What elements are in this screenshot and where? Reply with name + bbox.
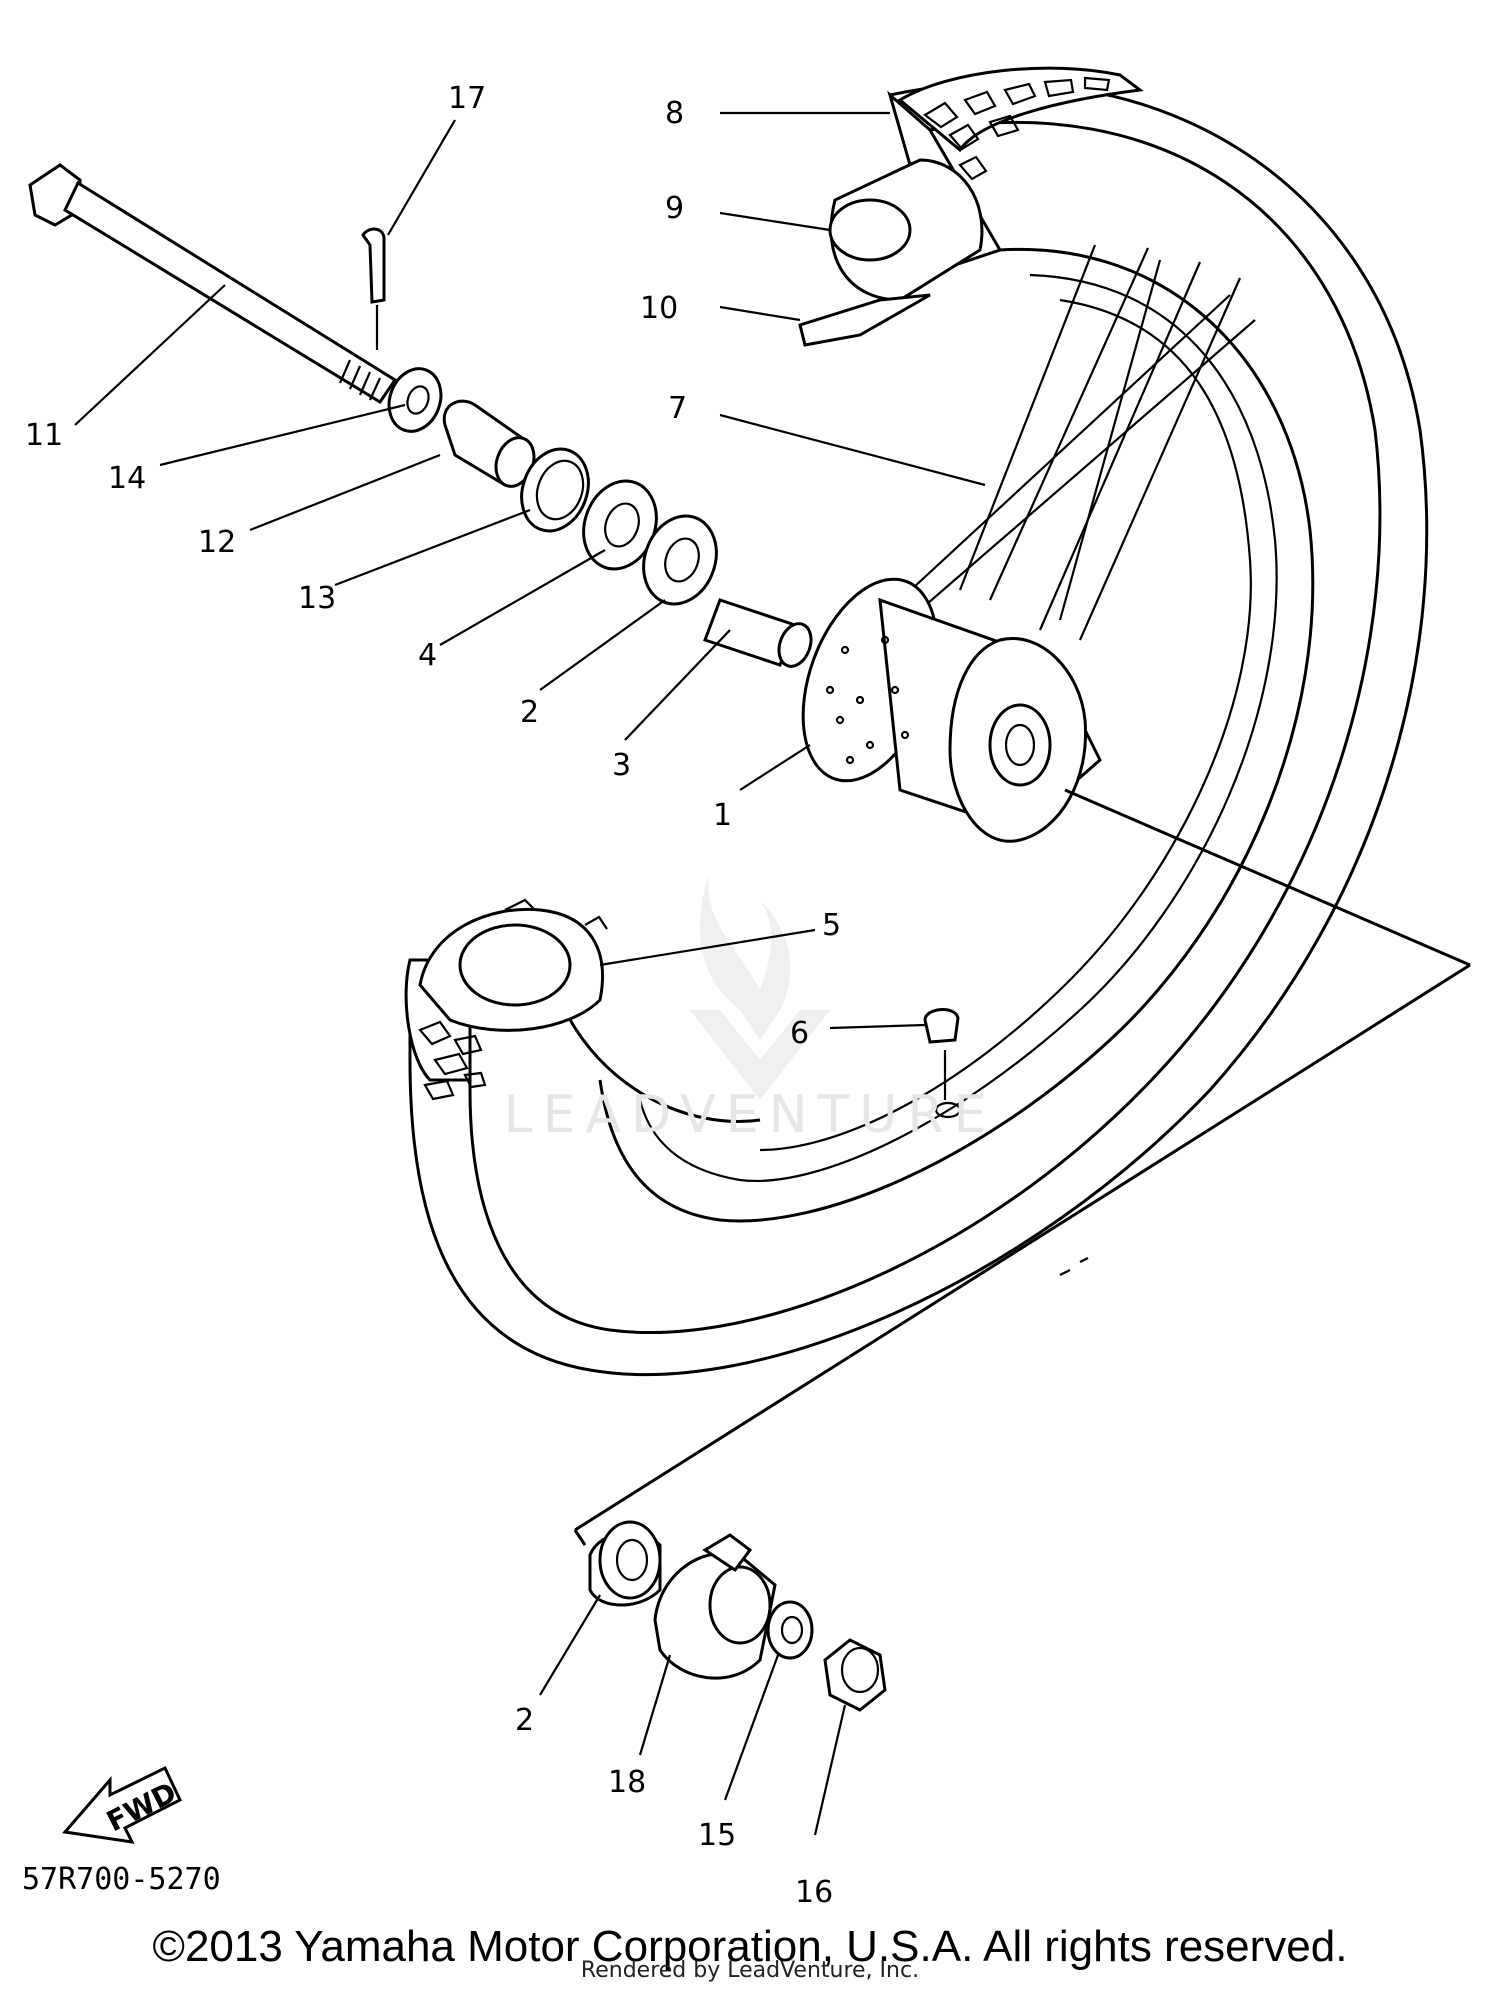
bearing-2-lower <box>588 1520 662 1607</box>
callout-14: 14 <box>108 461 146 496</box>
axle-11 <box>28 163 398 405</box>
callout-13: 13 <box>298 581 336 616</box>
callout-1: 1 <box>713 798 732 833</box>
valve-cap-6 <box>923 1008 962 1119</box>
leader-lines <box>74 111 986 1836</box>
callout-12: 12 <box>198 525 236 560</box>
callout-7: 7 <box>668 391 687 426</box>
hub <box>801 577 1102 843</box>
callout-17: 17 <box>448 81 486 116</box>
nut-16 <box>823 1638 887 1712</box>
collar-12 <box>442 399 536 488</box>
callout-labels: 17 8 9 10 11 7 14 12 13 4 2 3 1 5 6 2 18… <box>25 81 841 1910</box>
copyright-notice: ©2013 Yamaha Motor Corporation, U.S.A. A… <box>152 1922 1348 1971</box>
watermark-text: LEADVENTURE <box>503 1085 997 1145</box>
callout-2: 2 <box>520 695 539 730</box>
washer-15 <box>766 1600 814 1660</box>
spacer-3 <box>703 598 813 668</box>
callout-8: 8 <box>665 96 684 131</box>
spokes <box>899 244 1256 641</box>
callout-4: 4 <box>418 638 437 673</box>
axis-line-hub <box>1064 788 1471 967</box>
tread-pattern-top <box>923 76 1111 181</box>
tread-pattern-bottom <box>418 1020 487 1101</box>
oil-seal-13 <box>520 447 590 533</box>
callout-15: 15 <box>698 1818 736 1853</box>
watermark-logo <box>690 870 830 1100</box>
callout-16: 16 <box>795 1875 833 1910</box>
callout-2-lower: 2 <box>515 1703 534 1738</box>
callout-18: 18 <box>608 1765 646 1800</box>
callout-5: 5 <box>822 908 841 943</box>
callout-6: 6 <box>790 1016 809 1051</box>
part-code: 57R700-5270 <box>22 1862 221 1897</box>
callout-9: 9 <box>665 191 684 226</box>
axis-line-short <box>573 1529 587 1546</box>
axis-line-lower <box>574 963 1471 1532</box>
fwd-arrow-icon: FWD <box>62 1765 182 1844</box>
collar-14 <box>387 367 443 433</box>
callout-10: 10 <box>640 291 678 326</box>
meter-gear-18 <box>653 1533 777 1680</box>
cotter-pin-17 <box>361 227 386 350</box>
bearing-2 <box>642 514 718 606</box>
callout-11: 11 <box>25 418 63 453</box>
rendered-by-notice: Rendered by LeadVenture, Inc. <box>580 1958 920 1983</box>
callout-3: 3 <box>612 748 631 783</box>
